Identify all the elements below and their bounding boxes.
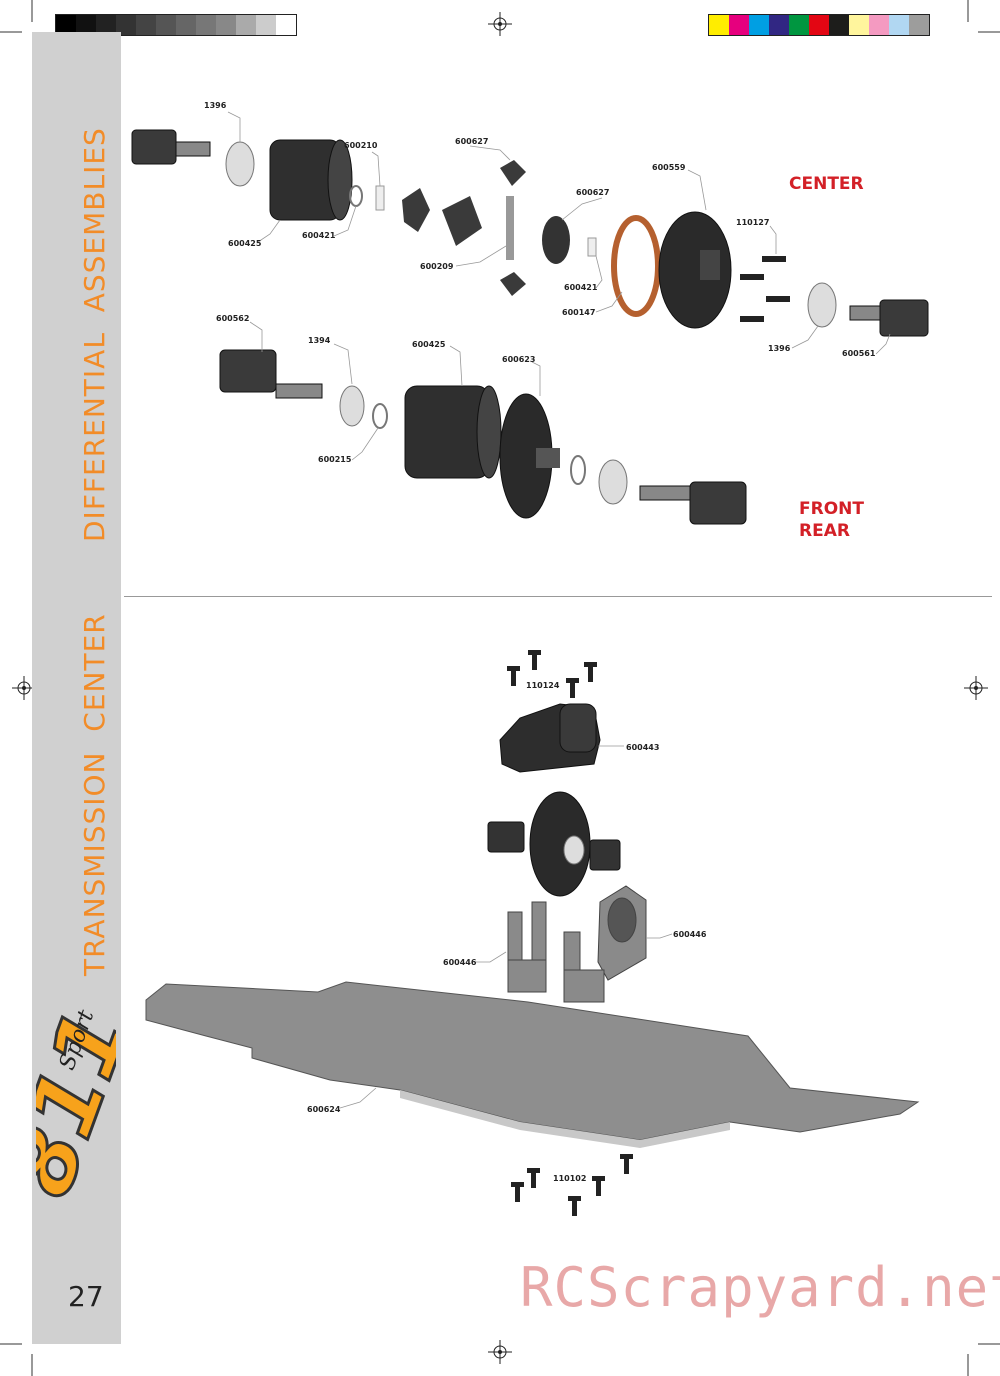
registration-mark-icon bbox=[964, 676, 988, 700]
part-label: 600443 bbox=[626, 743, 660, 752]
outdrive-cup-right bbox=[639, 481, 747, 525]
swatch bbox=[889, 15, 909, 35]
center-transmission-diagram bbox=[145, 650, 920, 1216]
shim bbox=[570, 455, 586, 485]
swatch bbox=[276, 15, 296, 35]
screws-110124 bbox=[507, 650, 597, 698]
heading-rear: REAR bbox=[799, 521, 850, 541]
bevel-gear bbox=[402, 188, 430, 232]
swatch bbox=[709, 15, 729, 35]
section-divider bbox=[124, 596, 992, 597]
page-number: 27 bbox=[68, 1280, 104, 1313]
swatch bbox=[809, 15, 829, 35]
bevel-gear-small bbox=[442, 196, 482, 246]
part-label: 110102 bbox=[553, 1174, 587, 1183]
part-label: 600627 bbox=[576, 188, 610, 197]
diff-mount-600446-right bbox=[563, 885, 647, 1003]
part-label: 600446 bbox=[443, 958, 477, 967]
swatch bbox=[789, 15, 809, 35]
part-label: 600562 bbox=[216, 314, 250, 323]
part-label: 600425 bbox=[228, 239, 262, 248]
part-label: 600147 bbox=[562, 308, 596, 317]
heading-front: FRONT bbox=[799, 499, 864, 519]
diff-case-600425 bbox=[269, 139, 353, 221]
registration-mark-icon bbox=[488, 12, 512, 36]
swatch bbox=[869, 15, 889, 35]
cross-pin-600209 bbox=[506, 196, 514, 260]
part-label: 600627 bbox=[455, 137, 489, 146]
pin bbox=[587, 237, 597, 257]
chassis-plate-600624 bbox=[145, 981, 920, 1148]
part-label: 1396 bbox=[768, 344, 791, 353]
pin-600210 bbox=[375, 185, 385, 211]
swatch bbox=[76, 15, 96, 35]
watermark: RCScrapyard.net bbox=[520, 1256, 1000, 1319]
outdrive-cup-600562 bbox=[219, 349, 323, 399]
screws-110127 bbox=[740, 256, 790, 322]
swatch bbox=[156, 15, 176, 35]
swatch bbox=[176, 15, 196, 35]
diff-case-600425-front bbox=[404, 385, 502, 479]
swatch bbox=[749, 15, 769, 35]
part-label: 1394 bbox=[308, 336, 331, 345]
diff-cover-600443 bbox=[499, 703, 601, 773]
swatch bbox=[829, 15, 849, 35]
part-label: 600559 bbox=[652, 163, 686, 172]
swatch bbox=[849, 15, 869, 35]
part-label: 600624 bbox=[307, 1105, 341, 1114]
swatch bbox=[216, 15, 236, 35]
gasket-600147 bbox=[611, 215, 661, 317]
registration-mark-icon bbox=[12, 676, 36, 700]
bevel-gear-600627 bbox=[542, 216, 570, 264]
sidebar: DIFFERENTIAL ASSEMBLIES TRANSMISSION CEN… bbox=[32, 32, 121, 1344]
diff-mount-600446-left bbox=[507, 901, 547, 993]
spur-gear-600559 bbox=[658, 211, 732, 329]
brand-logo-icon: 811 Sport bbox=[36, 995, 116, 1210]
swatch bbox=[196, 15, 216, 35]
bearing-1396 bbox=[225, 141, 255, 187]
grayscale-registration-bar bbox=[55, 14, 297, 36]
swatch bbox=[256, 15, 276, 35]
bearing-1396-right bbox=[807, 282, 837, 328]
swatch bbox=[729, 15, 749, 35]
shim-600421 bbox=[349, 185, 363, 207]
swatch bbox=[769, 15, 789, 35]
part-label: 600215 bbox=[318, 455, 352, 464]
part-label: 600623 bbox=[502, 355, 536, 364]
swatch bbox=[236, 15, 256, 35]
part-label: 600209 bbox=[420, 262, 454, 271]
part-label: 110127 bbox=[736, 218, 770, 227]
outdrive-cup-center-left bbox=[131, 129, 211, 165]
spider-gear-bottom bbox=[500, 272, 526, 296]
part-label: 600561 bbox=[842, 349, 876, 358]
outdrive-cup-600561 bbox=[849, 299, 929, 337]
part-label: 600210 bbox=[344, 141, 378, 150]
bearing-1394 bbox=[339, 385, 365, 427]
swatch bbox=[96, 15, 116, 35]
color-registration-bar bbox=[708, 14, 930, 36]
screws-110102 bbox=[511, 1154, 633, 1216]
bearing bbox=[598, 459, 628, 505]
swatch bbox=[116, 15, 136, 35]
part-label: 600421 bbox=[302, 231, 336, 240]
swatch bbox=[909, 15, 929, 35]
heading-center: CENTER bbox=[789, 174, 864, 194]
shim-600215 bbox=[372, 403, 388, 429]
part-label: 600446 bbox=[673, 930, 707, 939]
differential-exploded-diagram bbox=[131, 111, 929, 525]
center-diff-assembly bbox=[487, 791, 621, 897]
swatch bbox=[136, 15, 156, 35]
part-label: 600421 bbox=[564, 283, 598, 292]
swatch bbox=[56, 15, 76, 35]
spider-gear-top bbox=[500, 160, 526, 186]
part-label: 1396 bbox=[204, 101, 227, 110]
registration-mark-icon bbox=[488, 1340, 512, 1364]
part-label: 110124 bbox=[526, 681, 560, 690]
part-label: 600425 bbox=[412, 340, 446, 349]
ring-gear-600623 bbox=[499, 393, 560, 519]
